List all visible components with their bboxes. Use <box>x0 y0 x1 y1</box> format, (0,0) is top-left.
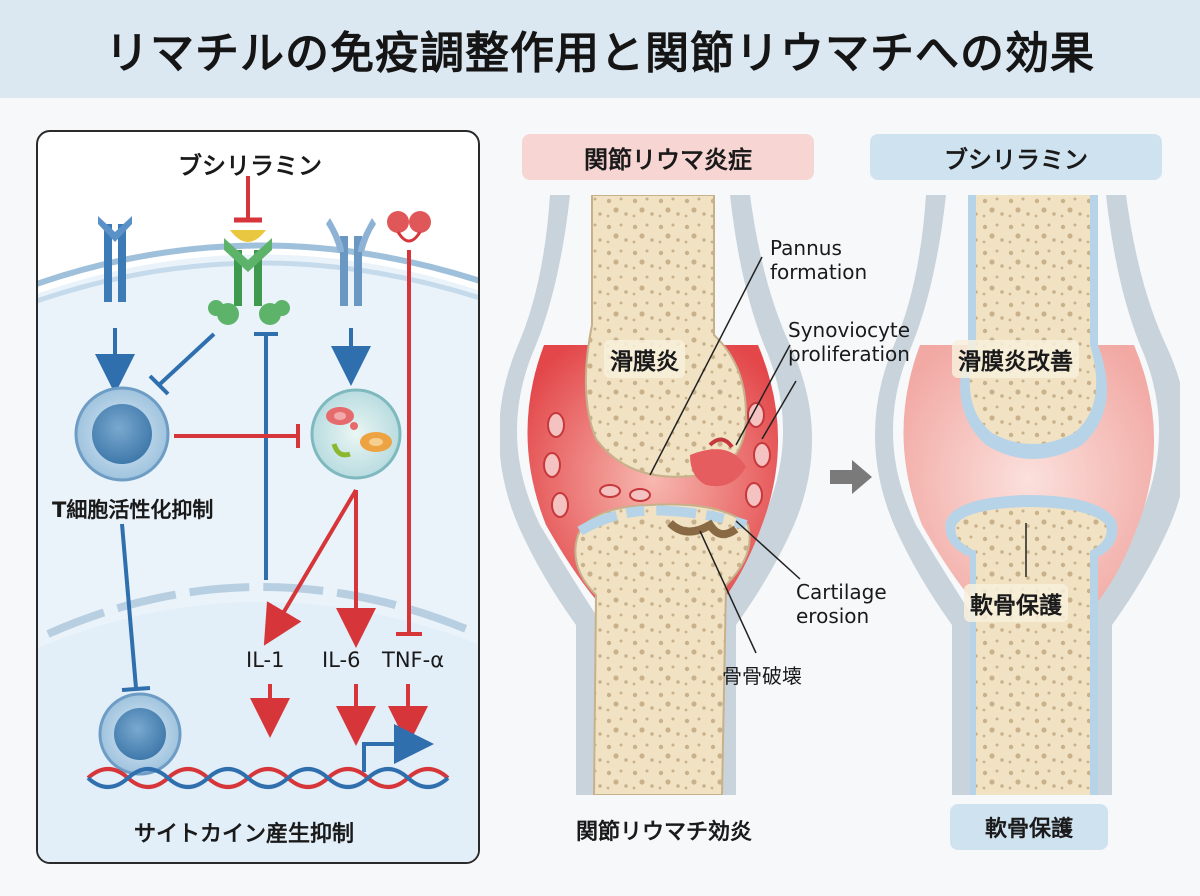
receptor-blue-right <box>326 218 376 306</box>
annotation-cartilage: Cartilage erosion <box>796 580 887 628</box>
annotation-synoviocyte: Synoviocyte proliferation <box>788 318 911 366</box>
caption-ra: 関節リウマチ効炎 <box>576 820 753 845</box>
ra-header-pill: 関節リウマ炎症 <box>522 134 814 180</box>
label-synovitis-improved: 滑膜炎改善 <box>952 340 1079 378</box>
mechanism-diagram <box>38 176 478 862</box>
annotation-pannus: Pannus formation <box>770 236 868 284</box>
label-synovitis: 滑膜炎 <box>604 340 685 378</box>
nuclear-envelope <box>46 583 478 638</box>
header-banner: リマチルの免疫調整作用と関節リウマチへの効果 <box>0 0 1200 98</box>
treated-joint <box>875 195 1180 795</box>
transcription-arrow <box>362 724 434 772</box>
cytokine-suppression-label: サイトカイン産生抑制 <box>134 822 355 847</box>
drug-label: ブシリラミン <box>178 152 322 180</box>
receptor-blue-left <box>98 216 132 302</box>
joint-illustration <box>500 195 1180 795</box>
receptor-tnf <box>387 211 431 243</box>
mechanism-panel: ブシリラミン T細胞活性化抑制 IL-1 IL-6 TNF-α サイトカイン産生… <box>36 130 480 864</box>
annotation-bone-destruction: 骨骨破壊 <box>722 664 802 688</box>
macrophage <box>310 388 402 480</box>
treated-header-pill: ブシリラミン <box>870 134 1162 180</box>
inhibit-line-lymphocyte <box>120 523 138 689</box>
arrow-il1 <box>263 488 358 646</box>
inhibit-line-tcell <box>158 332 216 386</box>
dna-helix <box>86 767 450 789</box>
cytokine-il6: IL-6 <box>322 648 361 672</box>
t-cell <box>74 386 170 482</box>
cell-membrane <box>38 242 478 287</box>
lymphocyte <box>98 692 182 776</box>
label-cartilage-protect: 軟骨保護 <box>964 584 1068 622</box>
ra-joint <box>500 195 813 795</box>
cytokine-tnf: TNF-α <box>382 648 445 672</box>
t-cell-label: T細胞活性化抑制 <box>52 498 214 522</box>
receptor-green-target <box>208 230 290 325</box>
cytokine-il1: IL-1 <box>246 648 285 672</box>
caption-treated-pill: 軟骨保護 <box>950 804 1108 850</box>
page-title: リマチルの免疫調整作用と関節リウマチへの効果 <box>105 28 1095 79</box>
progression-arrow <box>830 460 872 494</box>
